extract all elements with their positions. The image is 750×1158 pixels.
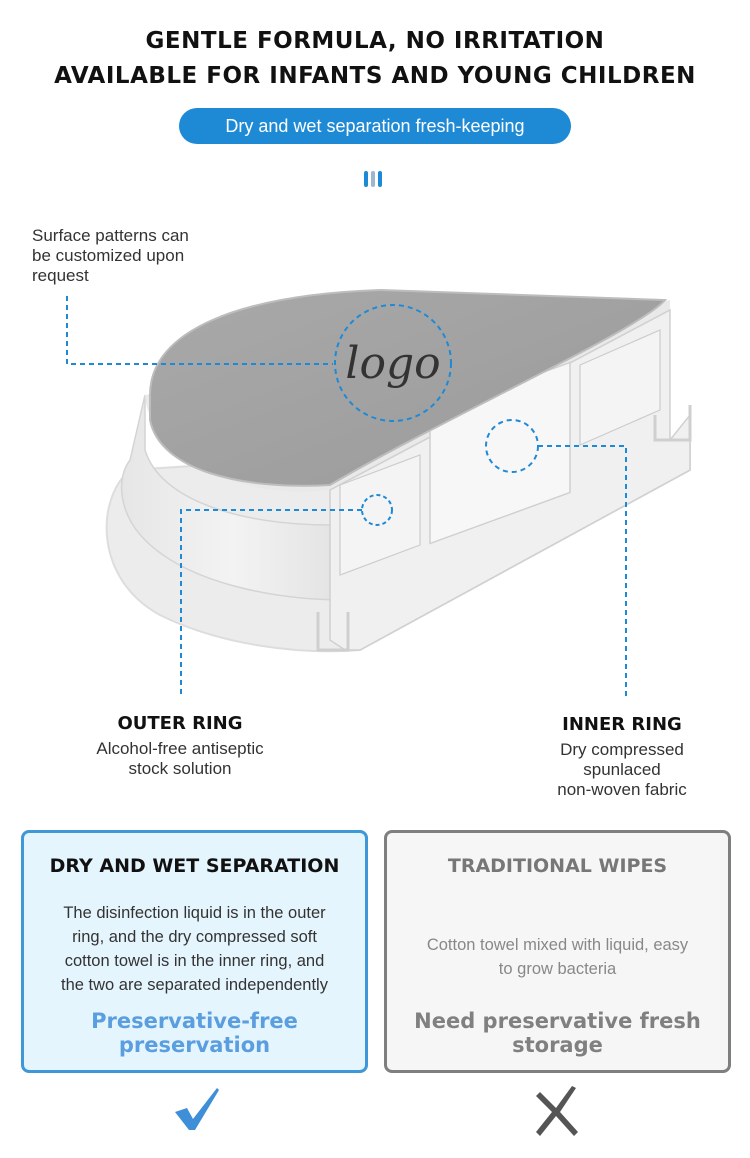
feature-pill: Dry and wet separation fresh-keeping bbox=[179, 108, 571, 144]
headline-line-1: GENTLE FORMULA, NO IRRITATION bbox=[145, 28, 605, 54]
surface-note-line: request bbox=[32, 266, 89, 285]
card-body-line: to grow bacteria bbox=[498, 960, 617, 978]
card-emphasis-line: Need preservative fresh bbox=[414, 1009, 701, 1033]
divider-bars-icon bbox=[364, 171, 388, 187]
card-body-line: the two are separated independently bbox=[61, 976, 328, 994]
card-emphasis-line: preservation bbox=[118, 1033, 271, 1057]
surface-note-line: be customized upon bbox=[32, 246, 185, 265]
outer-ring-description: Alcohol-free antiseptic stock solution bbox=[60, 739, 300, 779]
headline-line-2: AVAILABLE FOR INFANTS AND YOUNG CHILDREN bbox=[54, 63, 696, 89]
card-body-line: ring, and the dry compressed soft bbox=[72, 928, 317, 946]
inner-ring-desc-line: non-woven fabric bbox=[557, 780, 687, 799]
card-body-line: Cotton towel mixed with liquid, easy bbox=[426, 936, 689, 954]
cross-icon bbox=[536, 1086, 578, 1136]
dry-wet-separation-card: DRY AND WET SEPARATION The disinfection … bbox=[21, 830, 368, 1073]
card-emphasis: Need preservative fresh storage bbox=[387, 1009, 728, 1057]
check-icon bbox=[175, 1088, 219, 1130]
inner-ring-description: Dry compressed spunlaced non-woven fabri… bbox=[522, 740, 722, 800]
card-emphasis-line: storage bbox=[512, 1033, 603, 1057]
outer-ring-desc-line: stock solution bbox=[128, 759, 232, 778]
logo-text: logo bbox=[345, 338, 440, 389]
card-body: Cotton towel mixed with liquid, easy to … bbox=[401, 933, 714, 981]
card-emphasis-line: Preservative-free bbox=[91, 1009, 298, 1033]
card-body-line: cotton towel is in the inner ring, and bbox=[64, 952, 325, 970]
inner-ring-title: INNER RING bbox=[562, 714, 682, 735]
inner-ring-desc-line: Dry compressed bbox=[560, 740, 684, 759]
surface-note-line: Surface patterns can bbox=[32, 226, 189, 245]
wipes-canister-illustration: logo bbox=[66, 288, 692, 698]
outer-ring-desc-line: Alcohol-free antiseptic bbox=[96, 739, 264, 758]
feature-pill-label: Dry and wet separation fresh-keeping bbox=[225, 115, 525, 136]
surface-customization-note: Surface patterns can be customized upon … bbox=[32, 226, 242, 286]
inner-ring-desc-line: spunlaced bbox=[583, 760, 661, 779]
outer-ring-title: OUTER RING bbox=[117, 713, 243, 734]
card-title: DRY AND WET SEPARATION bbox=[49, 855, 340, 877]
card-body-line: The disinfection liquid is in the outer bbox=[63, 904, 326, 922]
card-title: TRADITIONAL WIPES bbox=[447, 855, 668, 877]
card-emphasis: Preservative-free preservation bbox=[24, 1009, 365, 1057]
traditional-wipes-card: TRADITIONAL WIPES Cotton towel mixed wit… bbox=[384, 830, 731, 1073]
card-body: The disinfection liquid is in the outer … bbox=[38, 901, 351, 997]
